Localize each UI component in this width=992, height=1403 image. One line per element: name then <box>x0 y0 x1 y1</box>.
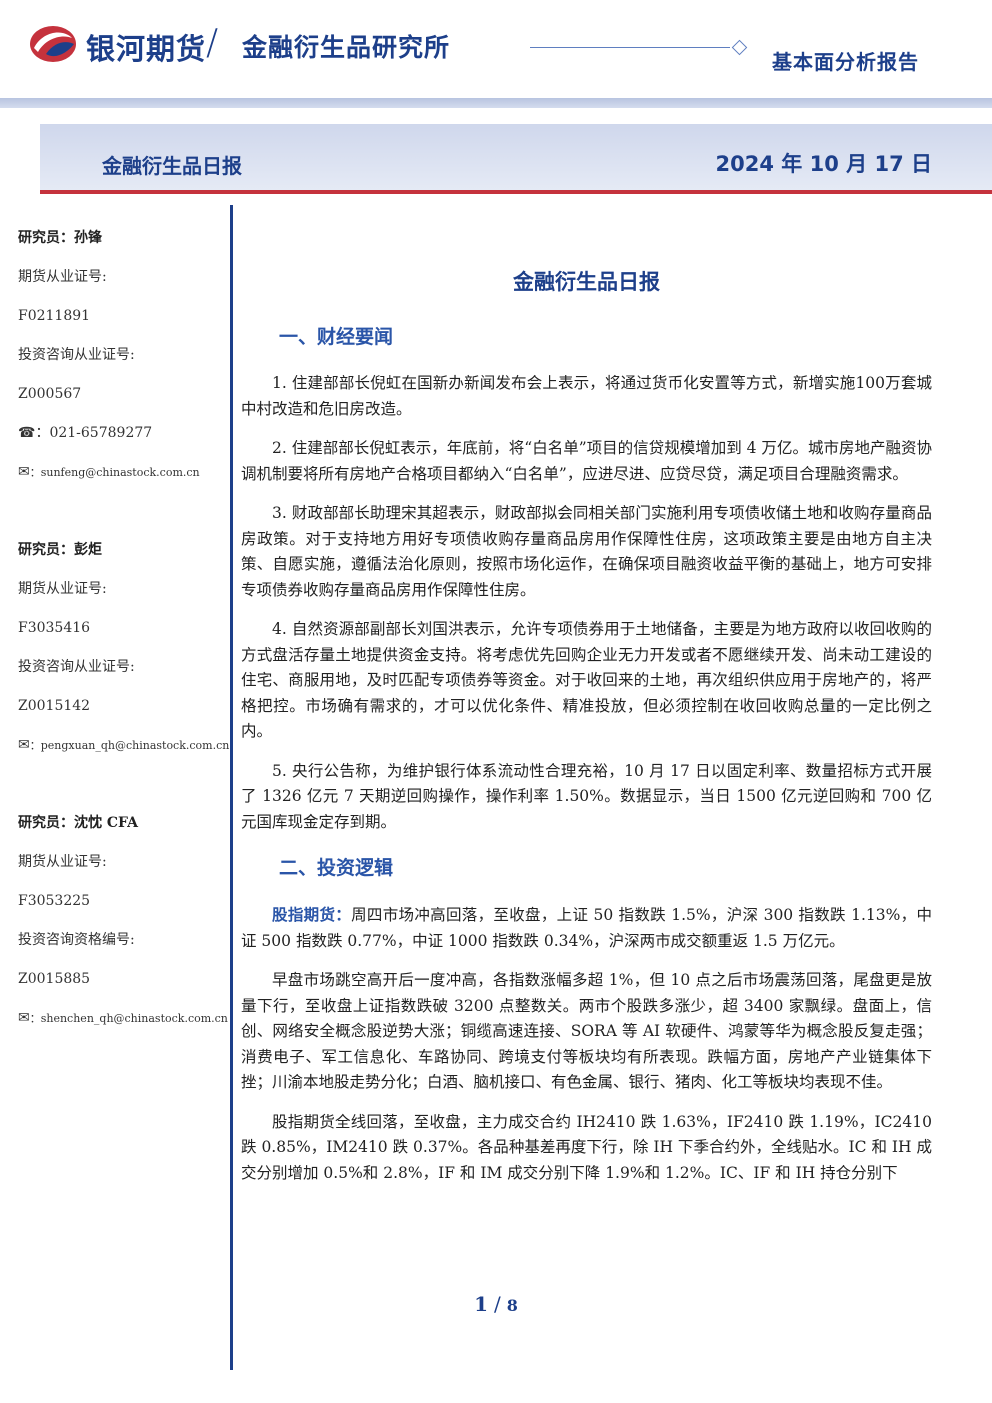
logic-paragraph: 早盘市场跳空高开后一度冲高，各指数涨幅多超 1%，但 10 点之后市场震荡回落，… <box>241 971 932 1091</box>
consult-cert: Z000567 <box>18 386 82 402</box>
email-row: ✉：shenchen_qh@chinastock.com.cn <box>18 1008 228 1047</box>
galaxy-logo-icon <box>30 26 76 62</box>
mail-icon: ✉ <box>18 1010 30 1026</box>
futures-cert: F3035416 <box>18 620 91 636</box>
futures-cert: F3053225 <box>18 893 91 909</box>
page-separator: / <box>494 1292 501 1316</box>
email-row: ✉：pengxuan_qh@chinastock.com.cn <box>18 735 230 774</box>
diamond-icon <box>731 39 748 56</box>
institute-name: 金融衍生品研究所 <box>242 33 451 62</box>
futures-cert: F0211891 <box>18 308 91 324</box>
page-indicator: 1/ 8 <box>0 1292 992 1316</box>
consult-cert: Z0015885 <box>18 971 91 987</box>
brand-name: 银河期货 <box>86 32 207 66</box>
phone-icon: ☎ <box>18 425 36 441</box>
phone-row: ☎：021-65789277 <box>18 423 228 462</box>
news-item: 3. 财政部部长助理宋其超表示，财政部拟会同相关部门实施利用专项债收储土地和收购… <box>241 504 932 599</box>
analyst-name: 研究员：孙锋 <box>18 230 102 246</box>
document-title: 金融衍生品日报 <box>513 270 660 294</box>
news-item: 4. 自然资源部副部长刘国洪表示，允许专项债券用于土地储备，主要是为地方政府以收… <box>241 620 932 740</box>
logic-label: 股指期货： <box>272 905 352 924</box>
banner-title: 金融衍生品日报 <box>102 154 242 178</box>
page-current: 1 <box>474 1292 489 1316</box>
sidebar-divider <box>230 205 233 1370</box>
report-body: 金融衍生品日报 一、财经要闻 1. 住建部部长倪虹在国新办新闻发布会上表示，将通… <box>241 260 932 1200</box>
report-date: 2024 年 10 月 17 日 <box>715 152 932 176</box>
futures-cert-label: 期货从业证号: <box>18 854 107 870</box>
brand-divider: / <box>206 22 219 63</box>
futures-cert-label: 期货从业证号: <box>18 269 107 285</box>
section-heading-news: 一、财经要闻 <box>279 326 394 348</box>
mail-icon: ✉ <box>18 737 30 753</box>
title-banner: 金融衍生品日报 2024 年 10 月 17 日 <box>40 124 992 194</box>
section-heading-logic: 二、投资逻辑 <box>279 857 394 879</box>
email-address[interactable]: ：sunfeng@chinastock.com.cn <box>29 466 200 479</box>
analyst-sidebar: 研究员：孙锋 期货从业证号: F0211891 投资咨询从业证号: Z00056… <box>18 228 230 1047</box>
logic-text: 周四市场冲高回落，至收盘，上证 50 指数跌 1.5%，沪深 300 指数跌 1… <box>241 906 932 950</box>
consult-cert: Z0015142 <box>18 698 91 714</box>
page-total: 8 <box>506 1296 518 1315</box>
analyst-name: 研究员：彭炬 <box>18 542 102 558</box>
mail-icon: ✉ <box>18 464 30 480</box>
news-item: 1. 住建部部长倪虹在国新办新闻发布会上表示，将通过货币化安置等方式，新增实施1… <box>241 374 932 418</box>
futures-cert-label: 期货从业证号: <box>18 581 107 597</box>
analyst-name: 研究员：沈忱 CFA <box>18 815 138 831</box>
email-address[interactable]: ：pengxuan_qh@chinastock.com.cn <box>29 739 230 752</box>
news-item: 5. 央行公告称，为维护银行体系流动性合理充裕，10 月 17 日以固定利率、数… <box>241 761 932 831</box>
header-bar <box>0 98 992 108</box>
email-row: ✉：sunfeng@chinastock.com.cn <box>18 462 228 501</box>
news-item: 2. 住建部部长倪虹表示，年底前，将“白名单”项目的信贷规模增加到 4 万亿。城… <box>241 439 932 483</box>
logic-paragraph: 股指期货：周四市场冲高回落，至收盘，上证 50 指数跌 1.5%，沪深 300 … <box>241 902 932 954</box>
consult-cert-label: 投资咨询资格编号: <box>18 932 135 948</box>
header-rule <box>530 47 730 48</box>
report-type: 基本面分析报告 <box>772 50 919 74</box>
logic-paragraph: 股指期货全线回落，至收盘，主力成交合约 IH2410 跌 1.63%，IF241… <box>241 1112 932 1182</box>
consult-cert-label: 投资咨询从业证号: <box>18 347 135 363</box>
phone-number: ：021-65789277 <box>35 425 153 441</box>
consult-cert-label: 投资咨询从业证号: <box>18 659 135 675</box>
email-address[interactable]: ：shenchen_qh@chinastock.com.cn <box>29 1012 228 1025</box>
